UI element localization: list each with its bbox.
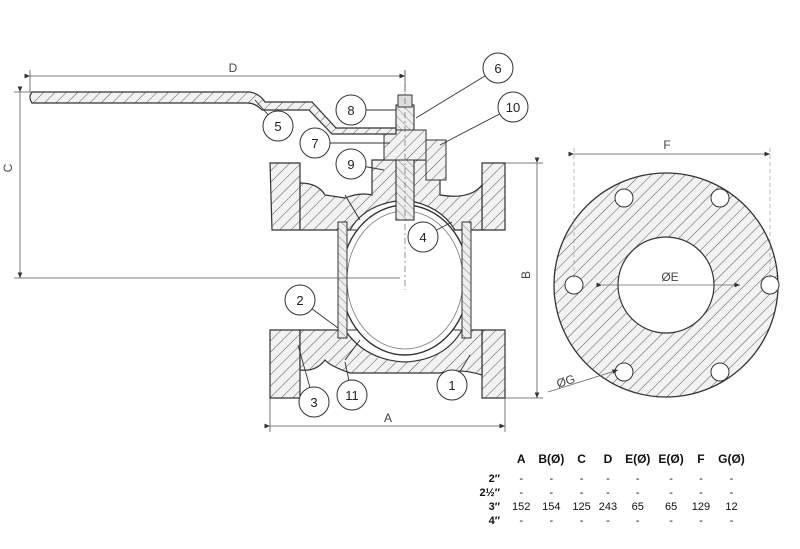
- row-size: 4″: [488, 515, 500, 527]
- column-header: G(Ø): [718, 452, 745, 466]
- callout-10-label: 10: [506, 100, 520, 115]
- table-cell: -: [669, 515, 673, 527]
- callout-10: [497, 91, 529, 123]
- column-header: E(Ø): [625, 452, 651, 466]
- table-cell: -: [699, 487, 703, 499]
- table-cell: 65: [631, 501, 644, 513]
- callout-9-label: 9: [347, 157, 354, 172]
- table-cell: -: [729, 487, 734, 499]
- table-row: 4″ - - - - - - - -: [474, 514, 749, 528]
- callout-5: [262, 110, 294, 142]
- table-cell: 65: [664, 501, 678, 513]
- column-header: A: [516, 452, 526, 466]
- dim-label-A: A: [384, 411, 392, 425]
- table-cell: 12: [725, 501, 738, 513]
- table-cell: -: [549, 473, 554, 485]
- callout-4-label: 4: [419, 230, 426, 245]
- table-cell: -: [579, 473, 584, 485]
- table-cell: 243: [598, 501, 618, 513]
- callout-1: [436, 369, 468, 401]
- bolt-hole: [710, 188, 730, 208]
- column-header: E(Ø): [658, 452, 684, 466]
- callout-8: [335, 94, 367, 126]
- table-cell: -: [519, 515, 524, 527]
- callout-5-label: 5: [274, 119, 281, 134]
- table-cell: 152: [512, 501, 531, 513]
- callout-1-label: 1: [448, 378, 455, 393]
- column-header: D: [603, 452, 613, 466]
- table-cell: -: [699, 515, 703, 527]
- table-header-row: A B(Ø) C D E(Ø) E(Ø) F G(Ø): [474, 452, 749, 472]
- column-header: C: [577, 452, 586, 466]
- table-cell: -: [519, 487, 524, 499]
- lever-handle: [29, 91, 397, 135]
- left-flange: [269, 162, 301, 399]
- dim-label-E: ØE: [661, 270, 678, 284]
- right-seat: [461, 221, 472, 339]
- bolt-hole: [614, 188, 634, 208]
- table-cell: -: [635, 487, 640, 499]
- table-cell: 125: [572, 501, 591, 513]
- bolt-hole: [760, 275, 780, 295]
- callout-8-label: 8: [347, 103, 354, 118]
- callout-4: [407, 221, 439, 253]
- table-cell: -: [549, 515, 554, 527]
- callout-3-label: 3: [310, 395, 317, 410]
- dimension-lines: [14, 70, 543, 432]
- right-flange: [481, 162, 506, 399]
- left-seat: [337, 221, 348, 339]
- dimensions-table: A B(Ø) C D E(Ø) E(Ø) F G(Ø) 2″ - - - - -…: [474, 452, 749, 528]
- callout-11: [336, 379, 368, 411]
- callout-7-label: 7: [311, 136, 318, 151]
- table-cell: -: [729, 515, 734, 527]
- dim-label-D: D: [229, 61, 238, 75]
- table-row: 3″ 152 154 125 243 65 65 129 12: [474, 500, 749, 514]
- table-row: 2″ - - - - - - - -: [474, 472, 749, 486]
- row-size: 2″: [488, 473, 500, 485]
- table-cell: -: [729, 473, 734, 485]
- table-cell: -: [635, 473, 640, 485]
- table-cell: -: [699, 473, 703, 485]
- bolt-hole: [614, 362, 634, 382]
- callout-2-label: 2: [296, 293, 303, 308]
- flange-front-view: [547, 148, 780, 398]
- callout-6: [482, 52, 514, 84]
- table-cell: -: [669, 473, 673, 485]
- table-cell: 129: [691, 501, 711, 513]
- dim-label-C: C: [1, 163, 15, 172]
- dim-label-B: B: [519, 271, 533, 279]
- table-cell: -: [519, 473, 524, 485]
- table-cell: -: [606, 473, 610, 485]
- callout-2: [284, 284, 316, 316]
- callout-7: [299, 127, 331, 159]
- table-row: 2½″ - - - - - - - -: [474, 486, 749, 500]
- table-cell: -: [606, 487, 610, 499]
- table-cell: -: [635, 515, 640, 527]
- dim-label-G: ØG: [555, 372, 577, 391]
- table-cell: -: [579, 515, 584, 527]
- table-cell: 154: [542, 501, 561, 513]
- callout-9: [335, 148, 367, 180]
- dim-label-F: F: [663, 138, 670, 152]
- table-cell: -: [549, 487, 554, 499]
- column-header: B(Ø): [538, 452, 565, 466]
- callout-bubbles: 1 2 3 4 5 6 7 8 9 10 11: [262, 52, 529, 418]
- column-header: F: [697, 452, 705, 466]
- bolt-hole: [710, 362, 730, 382]
- row-size: 3″: [488, 501, 500, 513]
- bolt-hole: [564, 275, 584, 295]
- table-cell: -: [669, 487, 673, 499]
- table-corner: [474, 452, 508, 472]
- table-cell: -: [606, 515, 610, 527]
- callout-11-label: 11: [345, 388, 359, 403]
- callout-6-label: 6: [494, 61, 501, 76]
- row-size: 2½″: [479, 487, 500, 499]
- stop-plate: [425, 139, 447, 181]
- callout-3: [298, 386, 330, 418]
- table-cell: -: [579, 487, 584, 499]
